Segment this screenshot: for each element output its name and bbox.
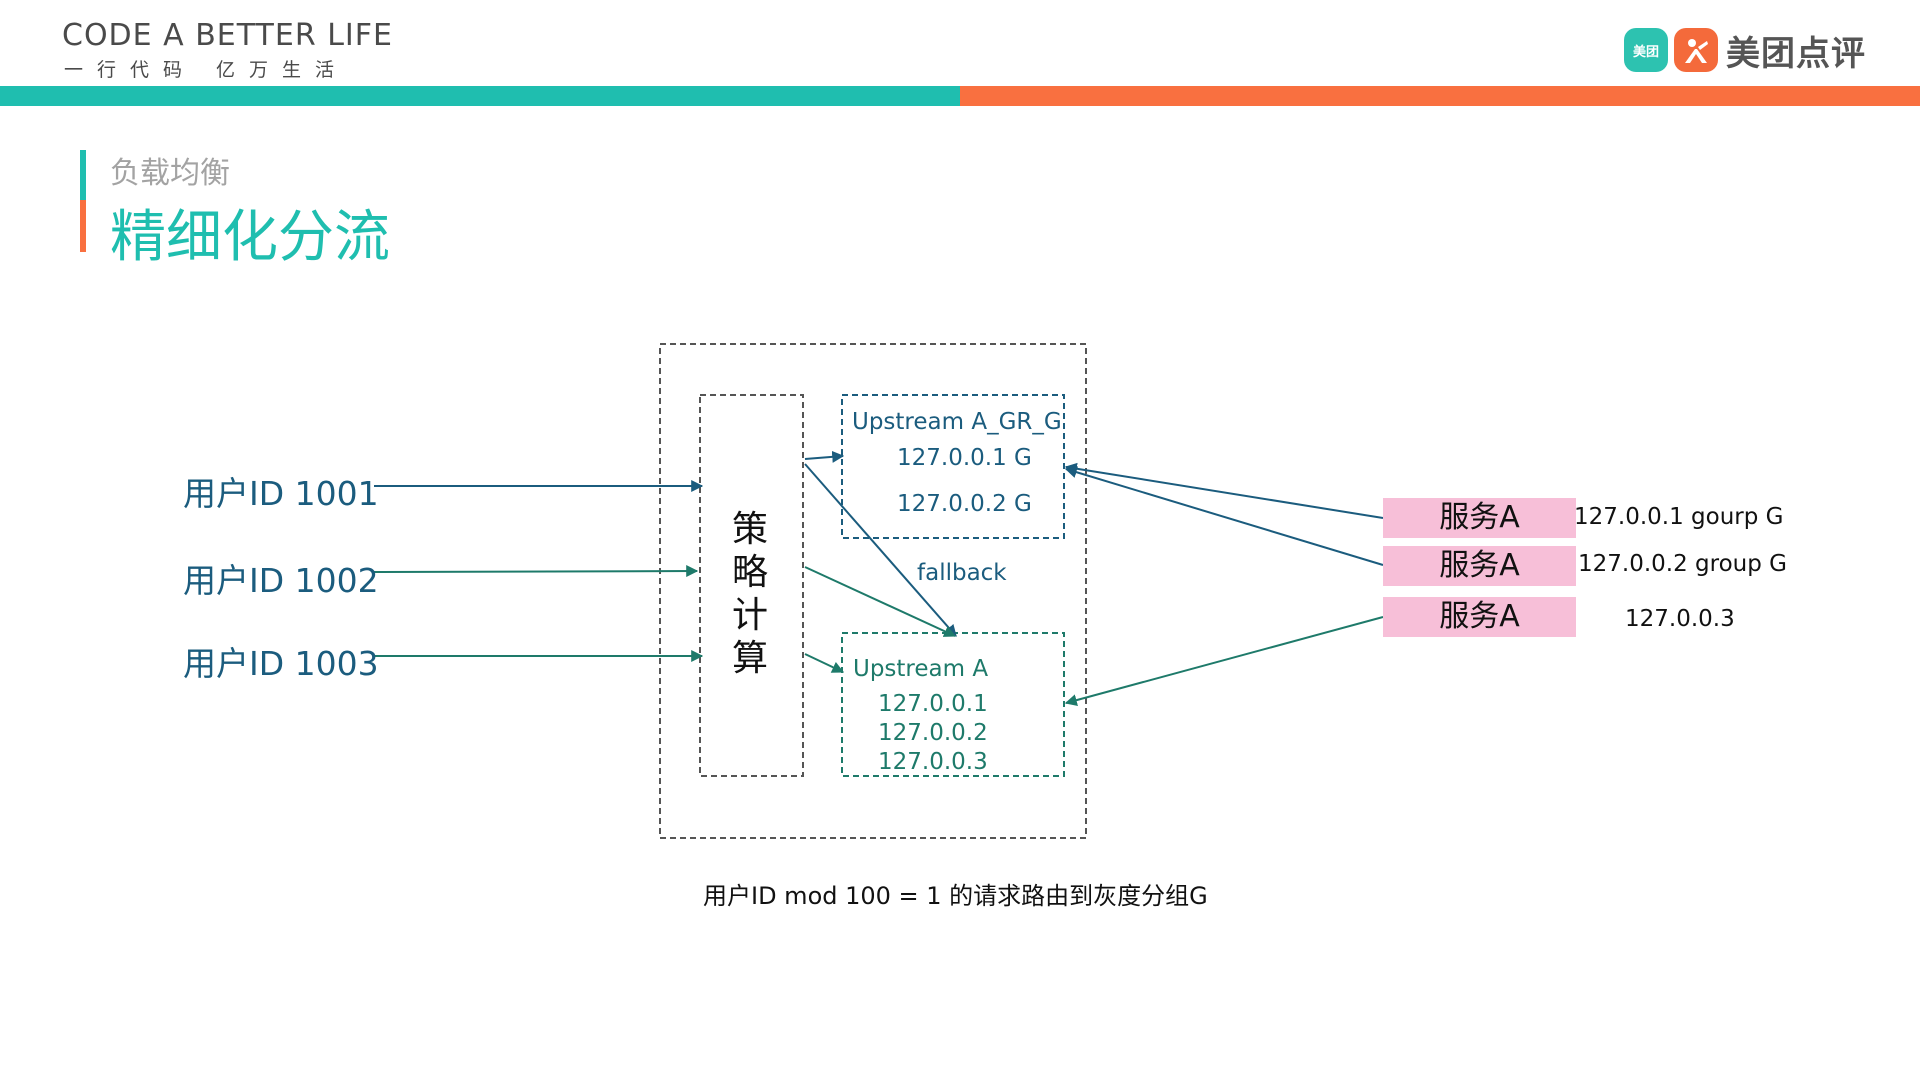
company-logo: 美团 美团点评 xyxy=(1624,26,1866,74)
header-band-teal xyxy=(0,86,960,106)
slide-title: 精细化分流 xyxy=(110,205,390,270)
upstream-gray-name: Upstream A_GR_G xyxy=(852,409,1062,435)
strategy-to-main-arrow-lower xyxy=(804,653,845,673)
upstream-gray-server-2: 127.0.0.2 G xyxy=(897,491,1032,517)
nginx-container-box xyxy=(659,343,1087,839)
service-1-arrow xyxy=(1064,462,1384,519)
upstream-main-server-3: 127.0.0.3 xyxy=(878,749,988,775)
service-a-2: 服务A xyxy=(1383,546,1576,586)
brand-slogan-cn: 一行代码 亿万生活 xyxy=(64,59,349,81)
user-id-1001-label: 用户ID 1001 xyxy=(183,474,379,513)
diagram-caption: 用户ID mod 100 = 1 的请求路由到灰度分组G xyxy=(703,882,1208,910)
service-1-ip: 127.0.0.1 gourp G xyxy=(1574,504,1784,530)
upstream-gray-box xyxy=(841,394,1065,539)
strategy-to-main-arrow-upper xyxy=(804,566,957,637)
slide-subtitle: 负载均衡 xyxy=(110,156,230,191)
title-accent-teal xyxy=(80,150,86,200)
dianping-figure-icon xyxy=(1685,39,1708,63)
logo-wordmark: 美团点评 xyxy=(1726,33,1866,74)
service-a-3: 服务A xyxy=(1383,597,1576,637)
brand-slogan-en: CODE A BETTER LIFE xyxy=(62,18,393,53)
service-3-ip: 127.0.0.3 xyxy=(1625,606,1735,632)
service-2-ip: 127.0.0.2 group G xyxy=(1578,551,1787,577)
upstream-gray-server-1: 127.0.0.1 G xyxy=(897,445,1032,471)
strategy-box xyxy=(699,394,804,777)
service-3-arrow xyxy=(1064,616,1384,706)
service-a-1: 服务A xyxy=(1383,498,1576,538)
dianping-logo-icon xyxy=(1674,28,1718,72)
strategy-char-4: 算 xyxy=(731,638,768,679)
strategy-char-1: 策 xyxy=(731,509,768,550)
strategy-char-2: 略 xyxy=(731,552,768,593)
upstream-main-server-1: 127.0.0.1 xyxy=(878,691,988,717)
user-1002-arrow xyxy=(373,565,699,578)
strategy-char-3: 计 xyxy=(731,595,768,636)
user-id-1002-label: 用户ID 1002 xyxy=(183,561,379,600)
title-accent-orange xyxy=(80,200,86,252)
strategy-to-gray-arrow xyxy=(804,450,845,463)
upstream-main-name: Upstream A xyxy=(853,656,989,682)
fallback-label: fallback xyxy=(917,560,1007,586)
user-id-1003-label: 用户ID 1003 xyxy=(183,644,379,683)
fallback-arrow xyxy=(804,463,957,637)
upstream-main-server-2: 127.0.0.2 xyxy=(878,720,988,746)
service-2-arrow xyxy=(1064,466,1384,566)
header-band-orange xyxy=(960,86,1920,106)
meituan-logo-icon: 美团 xyxy=(1624,28,1668,72)
